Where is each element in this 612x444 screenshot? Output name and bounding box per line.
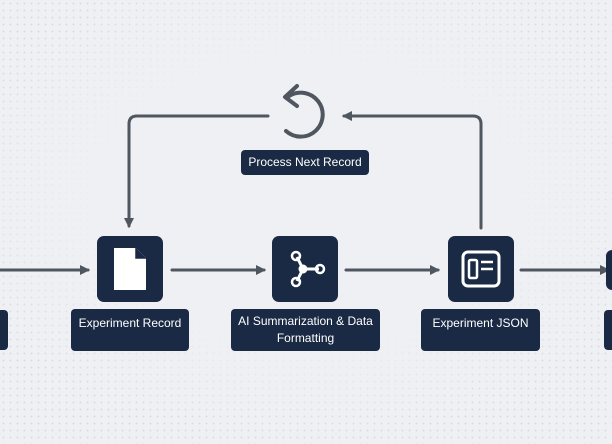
document-icon (114, 248, 146, 290)
ai-summarization-label: AI Summarization & Data Formatting (231, 309, 380, 351)
loop-label: Process Next Record (241, 150, 369, 175)
loop-arrow-icon (283, 84, 325, 139)
arrow-json-to-loop (342, 111, 483, 230)
arrow-loop-to-record (124, 114, 270, 228)
partial-node-right (604, 310, 612, 350)
network-hub-icon (290, 250, 326, 288)
experiment-record-node[interactable] (97, 236, 163, 302)
experiment-json-node[interactable] (448, 236, 514, 302)
partial-node-left (0, 310, 8, 350)
experiment-record-label: Experiment Record (71, 309, 189, 351)
partial-icon-right (606, 250, 612, 290)
ai-summarization-node[interactable] (272, 236, 338, 302)
experiment-json-label: Experiment JSON (421, 309, 540, 351)
window-form-icon (461, 250, 501, 288)
